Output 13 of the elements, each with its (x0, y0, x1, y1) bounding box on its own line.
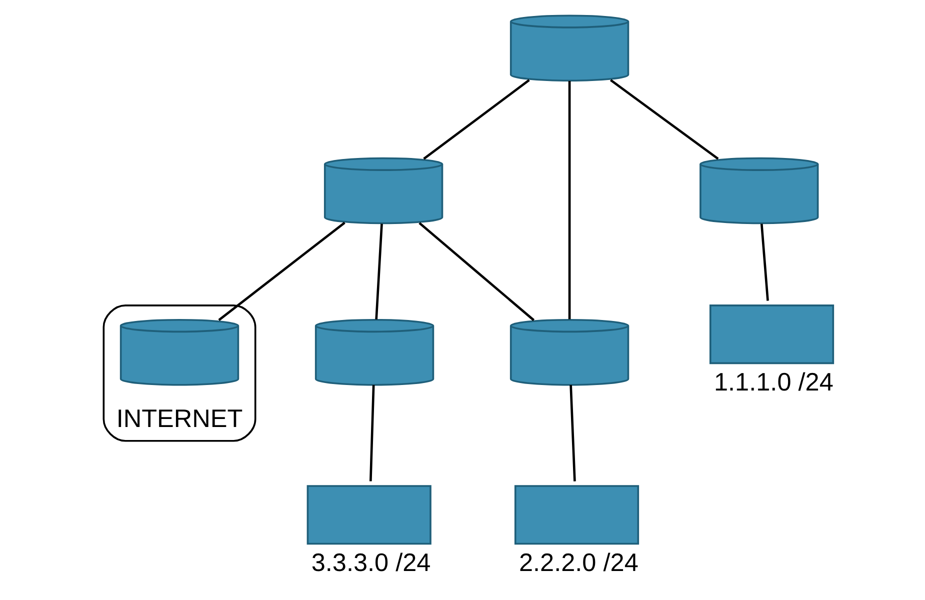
connector (218, 222, 345, 321)
connector (418, 222, 534, 322)
node-label: 3.3.3.0 /24 (310, 549, 430, 578)
connector (569, 384, 576, 482)
connector (609, 79, 718, 160)
connector (760, 224, 768, 301)
node-label: 1.1.1.0 /24 (713, 368, 833, 397)
connector (568, 80, 570, 320)
cluster: INTERNET (102, 304, 256, 442)
connector (374, 224, 382, 320)
connector (422, 79, 530, 160)
connector (368, 384, 374, 482)
node-label: 2.2.2.0 /24 (518, 549, 638, 578)
